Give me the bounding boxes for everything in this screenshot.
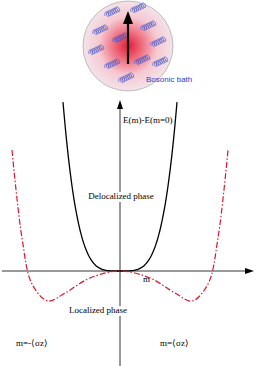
spin-arrow bbox=[123, 11, 133, 64]
axis-label: E(m)-E(m=0) bbox=[123, 116, 173, 126]
bath-label: Bosonic bath bbox=[146, 76, 192, 85]
axes bbox=[2, 100, 254, 366]
axis-label: m bbox=[143, 275, 150, 285]
minimum-label: m=-⟨σz⟩ bbox=[16, 339, 48, 349]
localized-curve bbox=[12, 150, 228, 301]
bath-springs bbox=[88, 2, 169, 84]
phase-label: Localized phase bbox=[68, 306, 128, 316]
phase-label: Delocalized phase bbox=[87, 192, 155, 202]
delocalized-curve bbox=[63, 102, 177, 271]
minimum-label: m=⟨σz⟩ bbox=[160, 339, 189, 349]
